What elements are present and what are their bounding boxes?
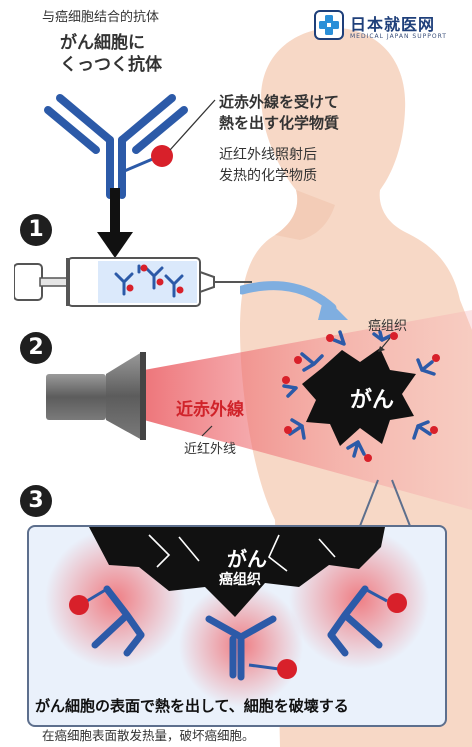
syringe <box>14 257 252 307</box>
chemical-label-cn-line1: 近红外线照射后 <box>219 147 317 163</box>
chemical-label-cn-line2: 发热的化学物质 <box>219 168 317 184</box>
step3-illustration <box>45 527 429 707</box>
nir-label-cn: 近红外线 <box>184 442 237 457</box>
step-1-badge: 1 <box>20 214 52 246</box>
antibody-diagram <box>44 94 188 199</box>
down-arrow-icon <box>97 188 133 258</box>
curved-arrow-icon <box>240 281 348 320</box>
nir-light-beam <box>144 310 472 510</box>
logo-subtitle: MEDICAL JAPAN SUPPORT <box>350 33 447 40</box>
step3-caption-jp: がん細胞の表面で熱を出して、細胞を破壊する <box>35 697 349 715</box>
step3-panel: がん 癌组织 がん細胞の表面で熱を出して、細胞を破壊する <box>27 525 447 727</box>
logo-cross-icon <box>314 10 344 40</box>
chemical-label-jp-line2: 熱を出す化学物質 <box>219 114 340 132</box>
zoom-callout-lines <box>359 479 411 527</box>
cancer-label-step2: がん <box>350 388 395 413</box>
cancer-label-step3: がん <box>227 547 267 571</box>
nir-label-jp: 近赤外線 <box>176 400 244 420</box>
cancer-cell-step2 <box>282 330 440 462</box>
cancer-tissue-label-step3: 癌组织 <box>219 572 261 588</box>
logo-name: 日本就医网 <box>350 15 436 34</box>
antibody-label-cn: 与癌细胞结合的抗体 <box>42 10 160 25</box>
cancer-tissue-pointer <box>378 337 391 352</box>
antibody-label-jp-line1: がん細胞に <box>60 33 145 53</box>
chemical-label-jp-line1: 近赤外線を受けて <box>219 93 340 111</box>
step-2-badge: 2 <box>20 332 52 364</box>
step-3-badge: 3 <box>20 485 52 517</box>
step3-caption-cn: 在癌细胞表面散发热量，破坏癌细胞。 <box>42 728 255 743</box>
flashlight <box>46 352 146 440</box>
nir-pointer <box>201 425 213 437</box>
antibody-label-jp-line2: くっつく抗体 <box>60 55 162 75</box>
cancer-tissue-label-step2: 癌组织 <box>368 319 408 334</box>
chemical-pointer <box>169 99 216 151</box>
